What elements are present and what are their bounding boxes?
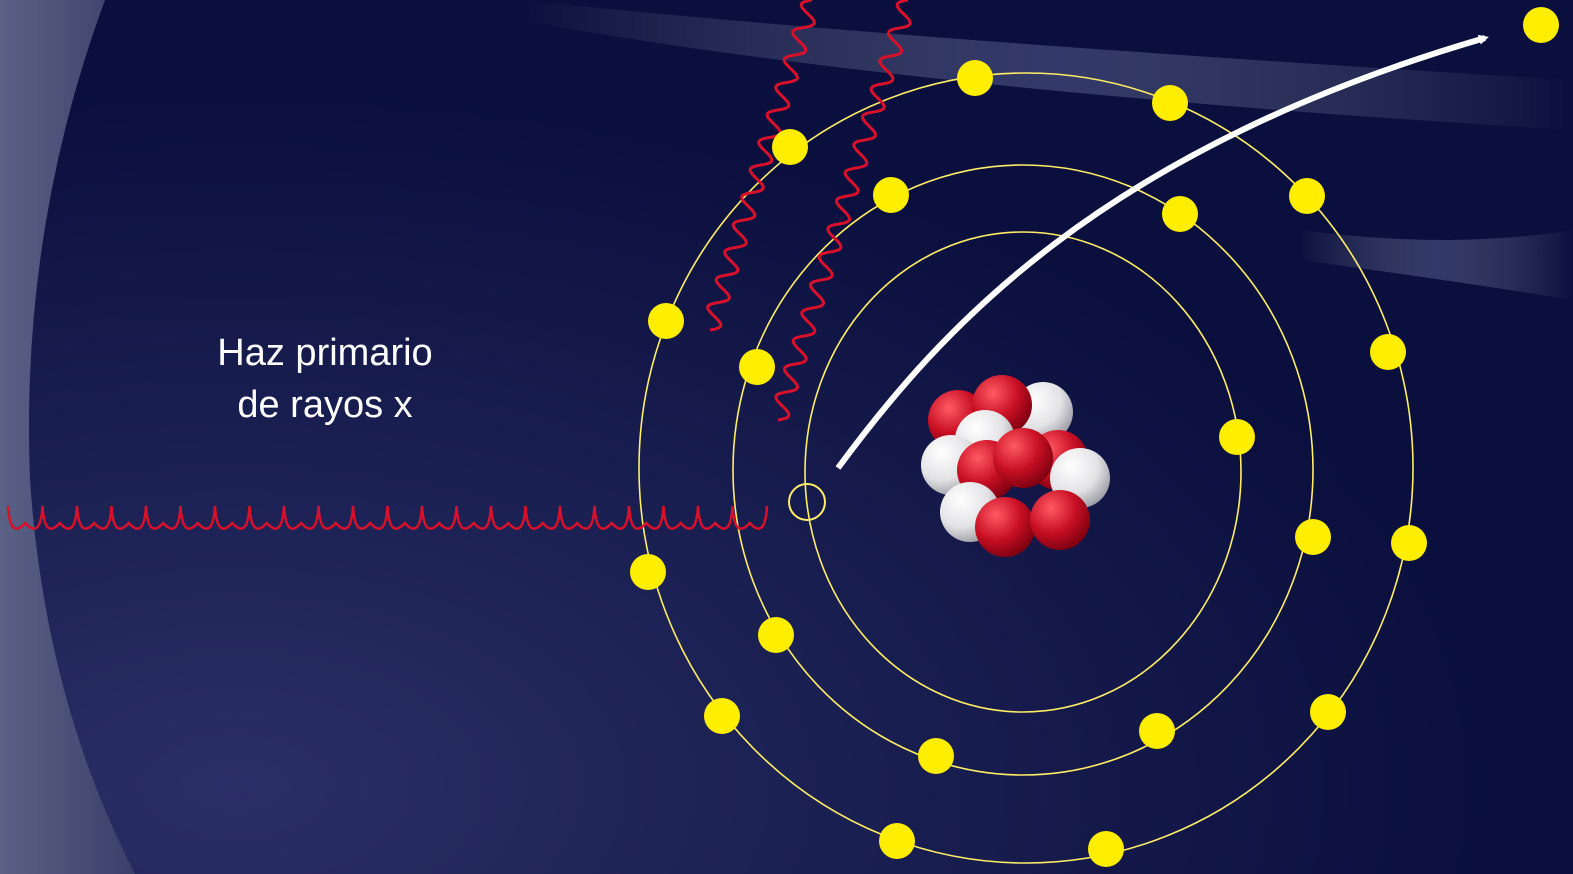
orbit-shell-1 <box>804 231 1242 713</box>
proton <box>975 497 1035 557</box>
electron <box>758 617 794 653</box>
background-streak-lower <box>1300 230 1573 300</box>
electron <box>1310 694 1346 730</box>
ejected-electron-path <box>835 34 1489 470</box>
primary-beam-label: Haz primario de rayos x <box>190 327 460 431</box>
electron <box>873 177 909 213</box>
proton <box>1030 490 1090 550</box>
orbit-shell-3 <box>638 72 1414 864</box>
background-side-band <box>0 0 135 874</box>
electron <box>1295 519 1331 555</box>
electron <box>1088 831 1124 867</box>
electron <box>1391 525 1427 561</box>
electron-vacancy <box>788 483 826 521</box>
electron <box>879 823 915 859</box>
electron <box>1162 196 1198 232</box>
nucleus <box>921 375 1110 557</box>
electron <box>1370 334 1406 370</box>
electron <box>1289 178 1325 214</box>
electron <box>739 349 775 385</box>
primary-beam-label-line2: de rayos x <box>237 384 413 426</box>
electron <box>630 554 666 590</box>
electron <box>648 303 684 339</box>
electrons <box>630 7 1559 867</box>
electron <box>1139 713 1175 749</box>
ejected-electron <box>1523 7 1559 43</box>
orbit-shell-2 <box>732 164 1314 776</box>
scattered-photon-wave <box>706 0 816 332</box>
scattered-photon-wave <box>774 0 912 422</box>
electron <box>957 60 993 96</box>
electron <box>772 129 808 165</box>
incident-photon-wave <box>6 505 769 530</box>
primary-beam-label-line1: Haz primario <box>217 332 433 374</box>
electron <box>1152 85 1188 121</box>
electron <box>1219 419 1255 455</box>
electron <box>918 738 954 774</box>
proton <box>993 428 1053 488</box>
electron <box>704 698 740 734</box>
electron-orbits <box>638 72 1414 864</box>
